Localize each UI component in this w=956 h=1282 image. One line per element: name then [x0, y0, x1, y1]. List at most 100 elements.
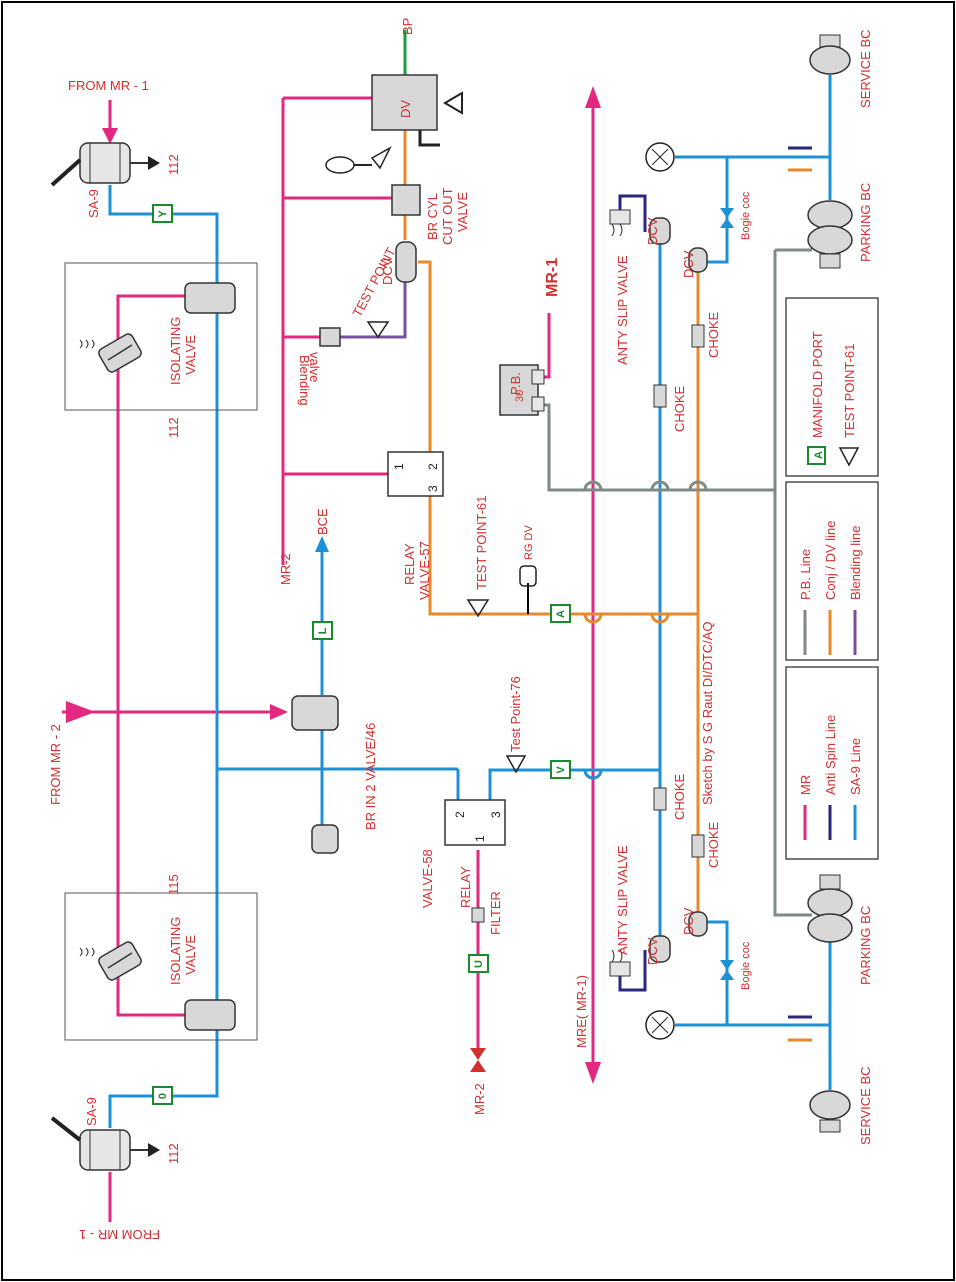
from-mr1-bottom-label: FROM MR - 1: [79, 1227, 160, 1242]
isolating-valve-bottom-label-1: ISOLATING: [168, 917, 183, 985]
br-cyl-label-3: VALVE: [455, 192, 470, 232]
relay57-port-2: 2: [426, 463, 440, 470]
dcv-bottom-left-label: DCV: [645, 937, 660, 965]
isolating-valve-top-label-2: VALVE: [183, 335, 198, 375]
choke-2-label: CHOKE: [706, 311, 721, 358]
sa9-valve-bottom-icon: [50, 1116, 160, 1171]
mr1-label: MR-1: [544, 258, 561, 297]
pb-label: P.B.: [508, 372, 523, 395]
legend-conj-dv: Conj / DV line: [823, 521, 838, 600]
port-a: A: [555, 610, 567, 618]
test-point-61-label: TEST POINT-61: [474, 496, 489, 590]
br-cyl-cutout-valve: [391, 184, 421, 216]
legend-pb: P.B. Line: [798, 549, 813, 600]
legend-box-lines-2: [785, 481, 879, 661]
port-u: U: [473, 960, 485, 968]
blending-label-1: Blending: [297, 355, 312, 406]
mr-lines: [62, 96, 595, 1222]
isolating-valve-bottom-body: [184, 999, 236, 1031]
choke-1: [653, 384, 667, 408]
dcv-top-right: [688, 247, 708, 273]
n112-bottom-label: 112: [166, 1143, 181, 1164]
anty-slip-top-label: ANTY SLIP VALVE: [615, 255, 630, 365]
dcv-bottom-right: [688, 911, 708, 937]
mr2-cock-icon: [470, 1048, 486, 1072]
dcv-bottom-right-label: DCV: [681, 907, 696, 935]
legend-manifold: MANIFOLD PORT: [810, 331, 825, 438]
dcv-top-right-label: DCV: [681, 250, 696, 278]
bogie-coc-top-icon: [720, 208, 734, 228]
sa9-top-label: SA-9: [86, 189, 101, 218]
from-mr1-top-label: FROM MR - 1: [68, 78, 149, 93]
dv-valve: [371, 74, 438, 131]
dcv-bottom-left: [649, 935, 671, 963]
sa9-bottom-label: SA-9: [84, 1097, 99, 1126]
dv-label: DV: [398, 100, 413, 118]
service-bc-top-icon: [809, 34, 851, 75]
dcv-main-label: DCV: [380, 257, 395, 285]
choke-4-label: CHOKE: [706, 821, 721, 868]
sketch-by-label: Sketch by S G Raut DI/DTC/AQ: [700, 622, 715, 806]
relay57-label-2: VALVE-57: [417, 541, 432, 600]
service-bc-bottom-label: SERVICE BC: [858, 1066, 873, 1145]
relay58-port-2: 2: [453, 811, 467, 818]
choke-1-label: CHOKE: [672, 385, 687, 432]
isolating-valve-top-label-1: ISOLATING: [168, 317, 183, 385]
br-in-2-valve-icon: [291, 695, 339, 731]
parking-bc-bottom-icon: [807, 874, 853, 943]
choke-3-label: CHOKE: [672, 773, 687, 820]
parking-bc-bottom-label: PARKING BC: [858, 906, 873, 985]
crossovers: [583, 480, 708, 780]
test-point-76-icon: [505, 755, 527, 774]
legend-blending: Blending line: [848, 526, 863, 600]
relay57-port-3: 3: [426, 485, 440, 492]
n115-label: 115: [166, 874, 181, 895]
legend-sa9: SA-9 Line: [848, 738, 863, 795]
legend-box-lines-1: [785, 666, 879, 860]
relay58-port-3: 3: [489, 811, 503, 818]
isolating-valve-top-box: [64, 262, 258, 411]
sa9-lines: [108, 75, 832, 1128]
isolating-valve-bottom-box: [64, 892, 258, 1041]
from-mr2-label: FROM MR - 2: [48, 724, 63, 805]
pb-number: 30: [514, 390, 526, 402]
br-cyl-label-1: BR CYL: [425, 193, 440, 240]
isolating-valve-top-body: [184, 282, 236, 314]
relay58-port-1: 1: [473, 835, 487, 842]
test-point-61-icon: [466, 599, 490, 618]
filter-icon: [471, 907, 485, 923]
legend-box-ports: [785, 297, 879, 477]
legend-anti-spin: Anti Spin Line: [823, 715, 838, 795]
rg-dv-icon: [519, 565, 537, 587]
legend-test-point-61: TEST POINT-61: [842, 344, 857, 438]
port-0: 0: [157, 1093, 169, 1099]
filter-label: FILTER: [488, 891, 503, 935]
relay57-label-1: RELAY: [402, 543, 417, 585]
choke-4: [691, 834, 705, 858]
bp-label: BP: [400, 18, 415, 35]
parking-bc-top-icon: [807, 200, 853, 269]
br-cyl-label-2: CUT OUT: [440, 187, 455, 245]
relay58-label-1: RELAY: [458, 866, 473, 908]
anty-slip-bottom-label: ANTY SLIP VALVE: [615, 845, 630, 955]
bce-cylinder-icon: [311, 824, 339, 854]
dv-bracket: [418, 130, 440, 147]
gauge-top-icon: [645, 142, 675, 172]
bogie-coc-top-label: Bogie coc: [740, 191, 752, 240]
handle-icon: [325, 146, 392, 174]
mre-label: MRE( MR-1): [574, 975, 589, 1048]
test-point-76-label: Test Point-76: [508, 676, 523, 752]
choke-3: [653, 787, 667, 811]
mr2-top-label: MR-2: [278, 553, 293, 585]
sa9-valve-top-icon: [50, 142, 160, 187]
blending-label-2: valve: [307, 352, 322, 382]
gauge-bottom-icon: [645, 1010, 675, 1040]
conj-dv-lines: [403, 130, 812, 1042]
port-l: L: [317, 627, 329, 634]
blending-valve: [319, 327, 341, 347]
port-y: Y: [157, 210, 169, 218]
legend-port-symbol: A: [813, 451, 825, 459]
legend: [785, 297, 879, 860]
dcv-top-left: [649, 217, 671, 245]
